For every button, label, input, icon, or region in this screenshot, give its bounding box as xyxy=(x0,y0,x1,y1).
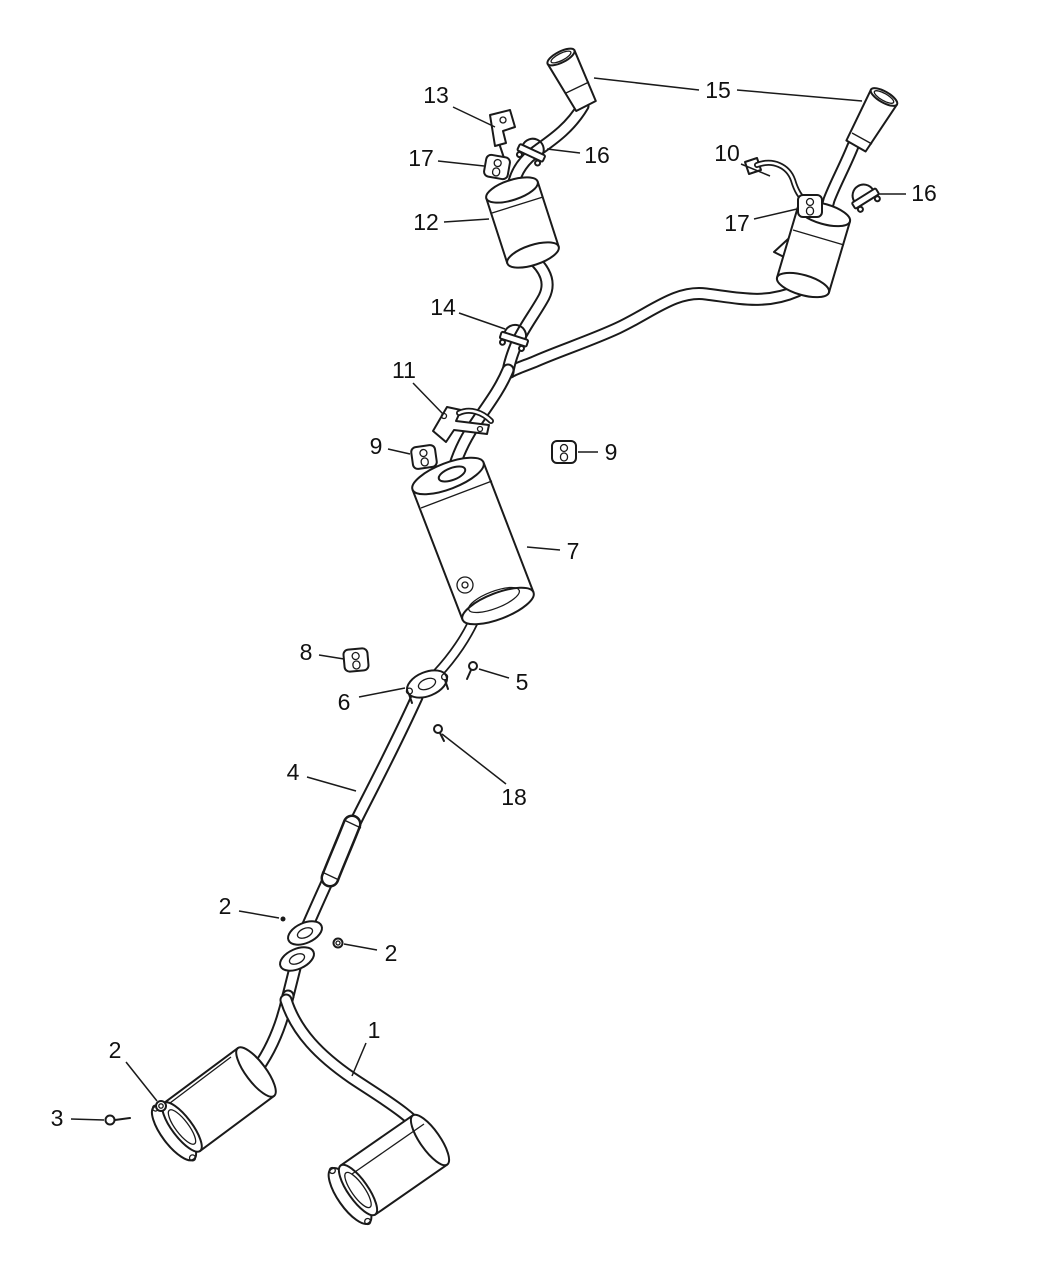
crossover-pipe-right xyxy=(503,284,804,379)
callout-label-17-left: 17 xyxy=(408,145,434,171)
callout-11: 11 xyxy=(392,357,444,415)
callout-16-left: 16 xyxy=(546,142,610,168)
clamp-16-left xyxy=(515,137,546,167)
callout-label-4: 4 xyxy=(287,759,300,785)
callout-label-13: 13 xyxy=(423,82,449,108)
stud-2-upper xyxy=(280,916,286,922)
callout-16-right: 16 xyxy=(878,180,937,206)
right-tailpipe-inlet-pipe xyxy=(818,139,860,222)
callout-label-1: 1 xyxy=(368,1017,381,1043)
callout-12: 12 xyxy=(413,209,490,235)
clamp-14 xyxy=(498,323,529,352)
callout-label-2-mid: 2 xyxy=(385,940,398,966)
callout-17-right: 17 xyxy=(724,208,798,236)
callout-14: 14 xyxy=(430,294,506,330)
insulator-8 xyxy=(342,647,370,673)
hanger-bracket-13 xyxy=(489,109,516,159)
center-muffler xyxy=(411,456,535,626)
callout-2-upper: 2 xyxy=(219,893,280,919)
bolt-18 xyxy=(433,724,445,742)
callout-label-18: 18 xyxy=(501,784,527,810)
callout-label-7: 7 xyxy=(567,538,580,564)
callout-6: 6 xyxy=(338,687,406,715)
callout-5: 5 xyxy=(478,668,529,695)
right-exhaust-tip xyxy=(845,87,899,153)
callout-4: 4 xyxy=(287,759,357,792)
callout-label-2-upper: 2 xyxy=(219,893,232,919)
callout-2-lower: 2 xyxy=(109,1037,158,1102)
callout-1: 1 xyxy=(351,1017,381,1077)
callout-label-3: 3 xyxy=(51,1105,64,1131)
right-resonator xyxy=(773,200,852,299)
bolt-5 xyxy=(466,661,478,680)
callout-label-16-left: 16 xyxy=(584,142,610,168)
nut-2-lower xyxy=(155,1100,167,1112)
callout-label-12: 12 xyxy=(413,209,439,235)
insulator-17-left xyxy=(483,153,511,181)
callout-9-left: 9 xyxy=(370,433,411,459)
left-exhaust-tip xyxy=(546,47,597,112)
callout-17-left: 17 xyxy=(408,145,485,171)
callout-13: 13 xyxy=(423,82,496,128)
nut-2-mid xyxy=(332,937,344,949)
intermediate-pipe xyxy=(300,690,424,934)
callout-label-6: 6 xyxy=(338,689,351,715)
callout-18: 18 xyxy=(441,733,527,810)
right-catalytic-converter xyxy=(327,1113,451,1226)
callout-3: 3 xyxy=(51,1105,105,1131)
callout-label-17-right: 17 xyxy=(724,210,750,236)
callout-label-15: 15 xyxy=(705,77,731,103)
left-resonator xyxy=(485,176,560,269)
callout-8: 8 xyxy=(300,639,345,665)
callout-label-5: 5 xyxy=(516,669,529,695)
callouts: 13 15 17 16 10 16 12 17 xyxy=(51,77,937,1131)
callout-label-2-lower: 2 xyxy=(109,1037,122,1063)
left-tailpipe-inlet-pipe xyxy=(506,99,590,193)
insulator-9-right xyxy=(551,440,577,464)
left-resonator-outlet-pipe xyxy=(501,250,554,379)
flange-gasket-6 xyxy=(405,669,449,704)
callout-label-9-left: 9 xyxy=(370,433,383,459)
clamp-16-right xyxy=(851,183,881,213)
insulator-9-left xyxy=(410,444,438,470)
callout-15: 15 xyxy=(593,77,863,103)
callout-label-16-right: 16 xyxy=(911,180,937,206)
y-pipe xyxy=(251,961,437,1147)
callout-7: 7 xyxy=(526,538,580,564)
callout-label-11: 11 xyxy=(392,357,416,383)
left-catalytic-converter xyxy=(150,1046,277,1162)
callout-label-10: 10 xyxy=(714,140,740,166)
bolt-3 xyxy=(104,1114,131,1126)
callout-label-9-right: 9 xyxy=(605,439,618,465)
flange-joint-2 xyxy=(279,920,323,972)
callout-9-right: 9 xyxy=(578,439,617,465)
callout-2-mid: 2 xyxy=(343,940,398,966)
callout-label-14: 14 xyxy=(430,294,456,320)
callout-10: 10 xyxy=(714,140,771,177)
callout-label-8: 8 xyxy=(300,639,313,665)
insulator-17-right xyxy=(797,194,823,218)
hanger-bracket-11 xyxy=(432,406,494,443)
